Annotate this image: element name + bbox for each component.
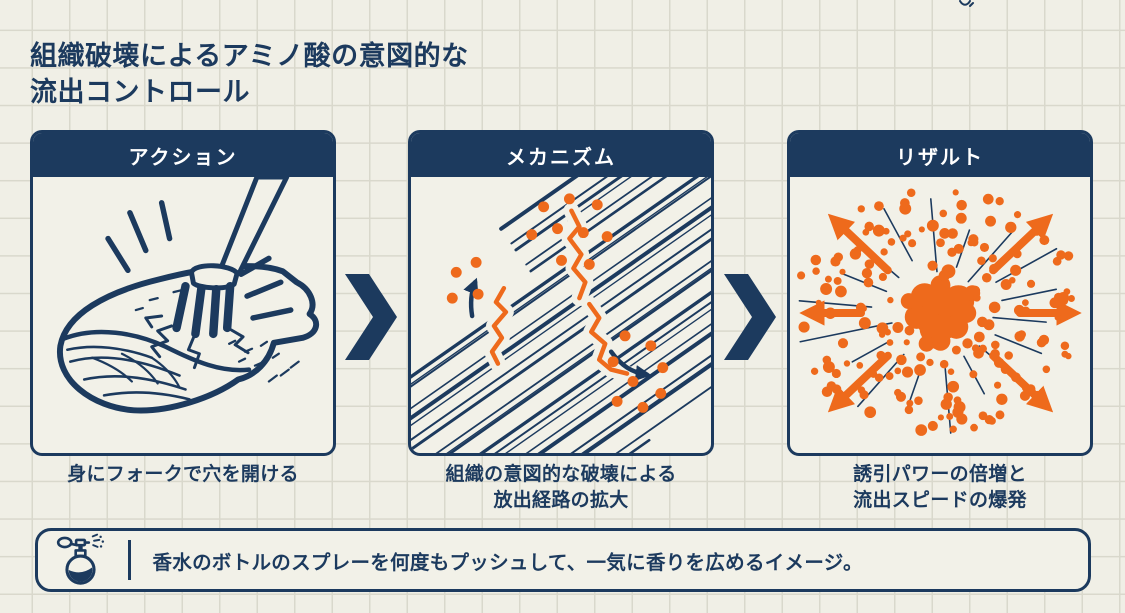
caption-mechanism: 組織の意図的な破壊による 放出経路の拡大 [396,462,726,514]
chevron-right-icon [345,274,397,360]
panel-result-body [790,177,1090,453]
panel-mechanism-header: メカニズム [411,133,711,177]
tissue-fiber-tear-illustration [411,177,711,453]
panel-result: リザルト [787,130,1093,456]
caption-result-line2: 流出スピードの爆発 [853,490,1027,512]
page-title-line2: 流出コントロール [30,77,250,108]
panel-action: アクション [30,130,336,456]
top-edge-artifact [959,0,974,7]
note-divider [128,540,131,580]
amino-acid-burst-illustration [797,188,1082,436]
chevron-right-icon [724,274,776,360]
caption-result-line1: 誘引パワーの倍増と [853,464,1027,485]
page-title-line1: 組織破壊によるアミノ酸の意図的な [30,41,469,72]
caption-mechanism-line2: 放出経路の拡大 [493,490,629,512]
analogy-note: 香水のボトルのスプレーを何度もプッシュして、一気に香りを広めるイメージ。 [35,528,1091,592]
caption-mechanism-line1: 組織の意図的な破壊による [445,464,677,485]
caption-action-line1: 身にフォークで穴を開ける [67,464,299,485]
caption-action: 身にフォークで穴を開ける [18,462,348,488]
panel-mechanism: メカニズム [408,130,714,456]
caption-result: 誘引パワーの倍増と 流出スピードの爆発 [775,462,1105,514]
panel-result-header: リザルト [790,133,1090,177]
panel-action-header: アクション [33,133,333,177]
panel-mechanism-body [411,177,711,453]
note-text: 香水のボトルのスプレーを何度もプッシュして、一気に香りを広めるイメージ。 [152,551,863,574]
page-title: 組織破壊によるアミノ酸の意図的な 流出コントロール [30,38,469,110]
panel-action-body [33,177,333,453]
fork-piercing-fillet-illustration [57,177,320,414]
perfume-atomizer-icon [56,533,105,585]
